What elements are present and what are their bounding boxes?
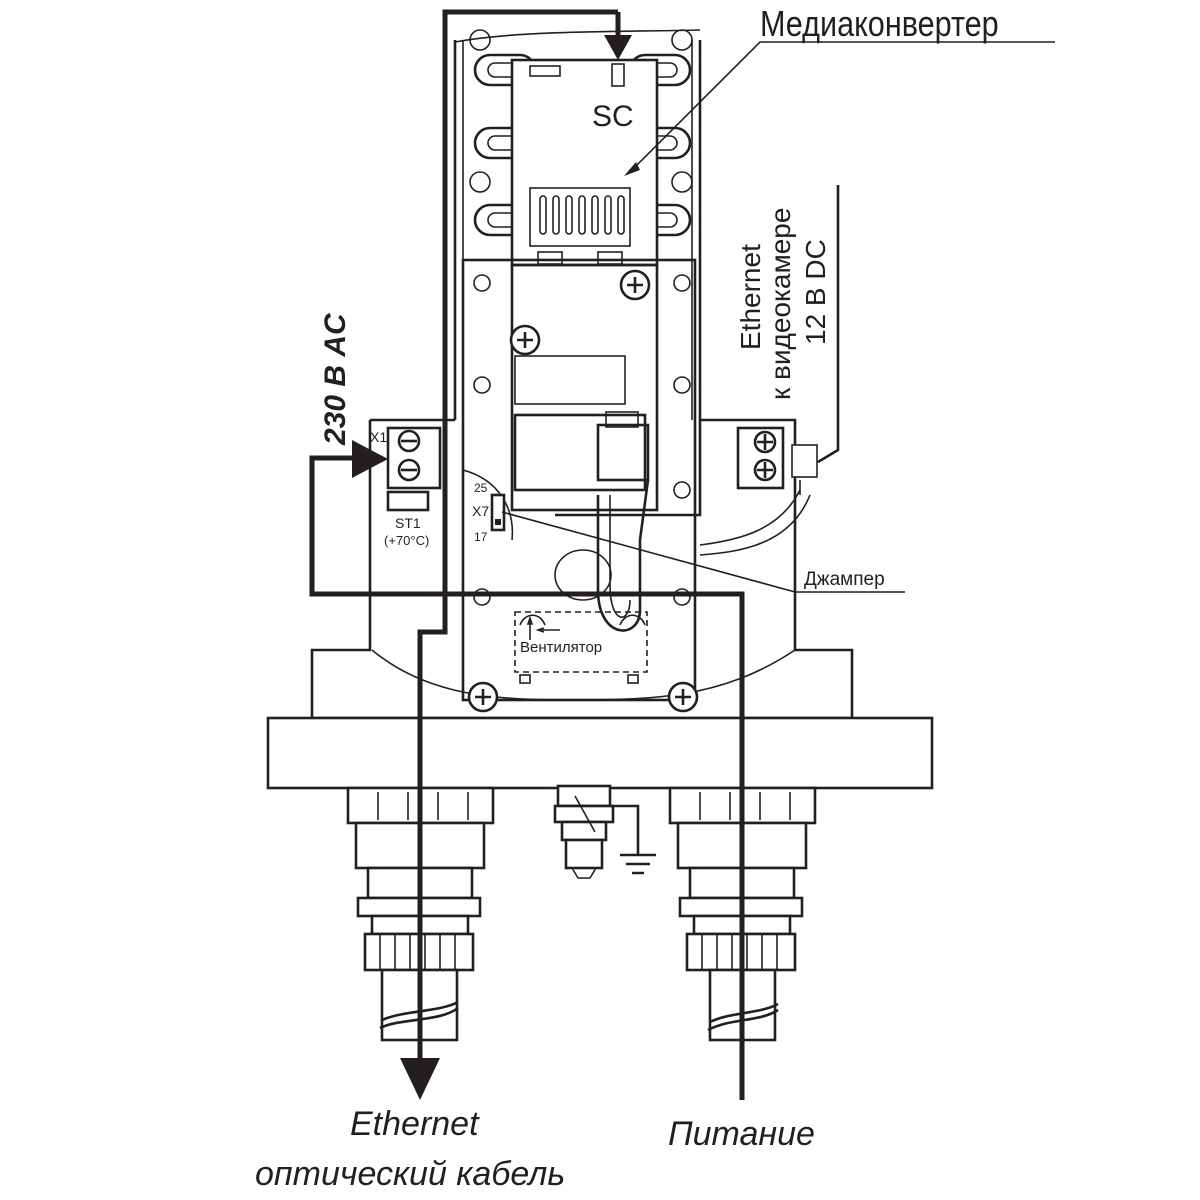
ground-icon	[610, 804, 656, 875]
jumper-label: Джампер	[804, 569, 885, 590]
housing	[266, 418, 934, 790]
wiring-lines	[309, 9, 840, 1100]
screw-icon	[467, 681, 499, 713]
screw-icon	[509, 324, 541, 356]
thermostat-st1	[386, 490, 430, 512]
fan: Вентилятор	[514, 611, 648, 684]
x7-label: X7	[472, 503, 489, 519]
optical-cable-line	[417, 9, 618, 1070]
media-converter-label: Медиаконвертер	[760, 5, 999, 45]
svg-text:к видеокамере: к видеокамере	[765, 208, 796, 400]
screw-icon	[619, 269, 651, 301]
power-230-label: 230 В AC	[319, 312, 352, 446]
terminal-block-x1: X1 ST1 (+70°C)	[370, 426, 442, 548]
housing-flange	[266, 716, 934, 790]
camera-cable-line	[817, 185, 840, 464]
ground-bolt	[553, 784, 615, 879]
terminal-block-camera	[736, 426, 818, 495]
power-bottom-label: Питание	[668, 1115, 815, 1153]
media-converter-leader	[629, 41, 1055, 173]
arrow-right-icon	[352, 440, 388, 478]
ethernet-bottom-label-2: оптический кабель	[255, 1155, 565, 1193]
fan-label: Вентилятор	[520, 639, 602, 656]
power-line	[309, 455, 745, 1100]
svg-text:Ethernet: Ethernet	[735, 244, 766, 350]
pin25-label: 25	[474, 481, 488, 495]
screw-icon	[667, 681, 699, 713]
x1-label: X1	[370, 429, 387, 445]
ethernet-bottom-label-1: Ethernet	[350, 1105, 480, 1143]
arrow-down-icon	[604, 35, 632, 60]
jumper-x7: 25 X7 17 Джампер	[472, 481, 905, 593]
svg-text:12 В DC: 12 В DC	[800, 239, 831, 345]
mounting-plate	[461, 258, 811, 713]
st1-label: ST1	[395, 515, 421, 531]
media-converter-module	[510, 58, 659, 267]
arrow-down-icon	[400, 1058, 440, 1100]
sc-label: SC	[592, 100, 634, 133]
st1-temp-label: (+70°C)	[384, 533, 429, 548]
camera-cable-label: Ethernet к видеокамере 12 В DC	[735, 208, 831, 400]
pin17-label: 17	[474, 530, 488, 544]
